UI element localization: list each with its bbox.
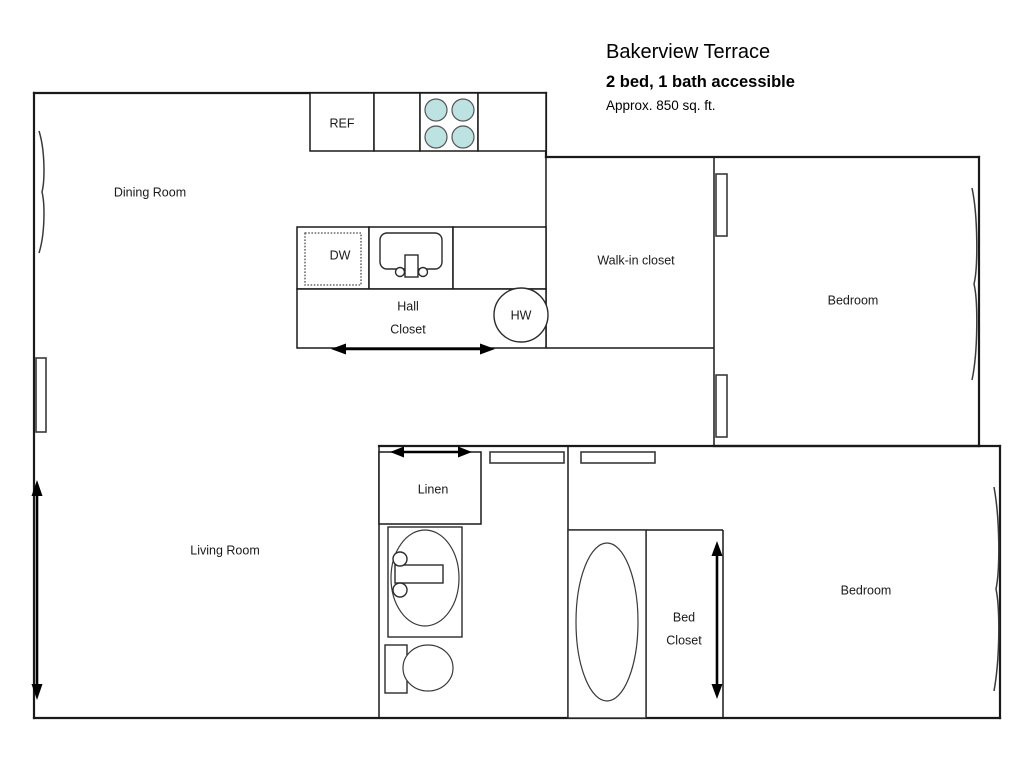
dimension-linen-arrow-left	[390, 446, 404, 458]
dimension-bed-closet	[711, 541, 723, 699]
room-label-dining-room: Dining Room	[114, 185, 186, 199]
refrigerator-label: REF	[330, 116, 355, 130]
dimension-hall-closet-arrow-right	[480, 343, 495, 355]
bed-closet: Bed Closet	[666, 541, 723, 699]
room-label-living-room: Living Room	[190, 543, 259, 557]
window-bath-top	[489, 451, 565, 464]
dimension-hall-closet-arrow-left	[331, 343, 346, 355]
dimension-linen	[390, 446, 472, 458]
kitchen-faucet-stem-icon	[404, 254, 419, 278]
door-mark-bedroom-upper-bottom	[715, 374, 728, 438]
refrigerator-cabinet	[309, 92, 375, 152]
burner-top-left-icon	[424, 98, 448, 122]
dimension-living-room	[31, 480, 43, 700]
hall-closet-label-line1: Hall	[397, 299, 419, 313]
dishwasher-outline	[304, 232, 362, 286]
bathtub-basin-icon	[575, 542, 639, 702]
dimension-linen-arrow-right	[458, 446, 472, 458]
counter-segment-c	[452, 226, 547, 290]
door-swing-bedroom-upper-right	[971, 187, 978, 381]
bathroom-faucet-handle-bottom-icon	[392, 582, 408, 598]
water-heater-label: HW	[511, 308, 532, 322]
burner-bottom-left-icon	[424, 125, 448, 149]
window-and-door-marks	[35, 130, 1000, 692]
kitchen-upper-counter: REF	[309, 92, 547, 152]
counter-segment-a	[373, 92, 421, 152]
bed-closet-label-line2: Closet	[666, 633, 702, 647]
dimension-living-room-arrow-bottom	[31, 684, 43, 700]
plan-subtitle: 2 bed, 1 bath accessible	[606, 73, 795, 91]
room-labels: Dining Room Living Room Walk-in closet B…	[114, 185, 892, 597]
kitchen-faucet-handle-left-icon	[394, 266, 406, 278]
dishwasher-label: DW	[330, 248, 351, 262]
room-label-walk-in-closet: Walk-in closet	[597, 253, 675, 267]
bed-closet-label-line1: Bed	[673, 610, 695, 624]
door-swing-dining-left	[38, 130, 45, 254]
plan-area-note: Approx. 850 sq. ft.	[606, 98, 716, 113]
kitchen-faucet-handle-right-icon	[417, 266, 429, 278]
linen-closet-outline	[378, 451, 482, 525]
room-label-bedroom-lower: Bedroom	[841, 583, 892, 597]
burner-top-right-icon	[451, 98, 475, 122]
dimension-hall-closet	[331, 343, 495, 355]
window-left-dining	[35, 357, 47, 433]
window-bedroom-lower-top	[580, 451, 656, 464]
bathroom-faucet-spout-icon	[394, 564, 444, 584]
burner-bottom-right-icon	[451, 125, 475, 149]
title-block: Bakerview Terrace 2 bed, 1 bath accessib…	[606, 41, 795, 113]
room-label-bedroom-upper: Bedroom	[828, 293, 879, 307]
linen-closet-label: Linen	[418, 482, 449, 496]
toilet-bowl-icon	[402, 644, 454, 692]
linen-closet: Linen	[378, 446, 482, 525]
hall-closet: Hall Closet HW	[296, 287, 549, 355]
door-mark-bedroom-upper-top	[715, 173, 728, 237]
plan-title: Bakerview Terrace	[606, 41, 770, 63]
kitchen-lower-counter: DW	[296, 226, 547, 290]
dimension-living-room-arrow-top	[31, 480, 43, 496]
dimension-bed-closet-arrow-bottom	[711, 684, 723, 699]
door-swing-bedroom-lower-right	[993, 486, 1000, 692]
hall-closet-label-line2: Closet	[390, 322, 426, 336]
counter-segment-b	[477, 92, 547, 152]
bathroom-faucet-handle-top-icon	[392, 551, 408, 567]
dimension-bed-closet-arrow-top	[711, 541, 723, 556]
bathroom-fixtures	[384, 526, 647, 719]
water-heater-icon	[493, 287, 549, 343]
